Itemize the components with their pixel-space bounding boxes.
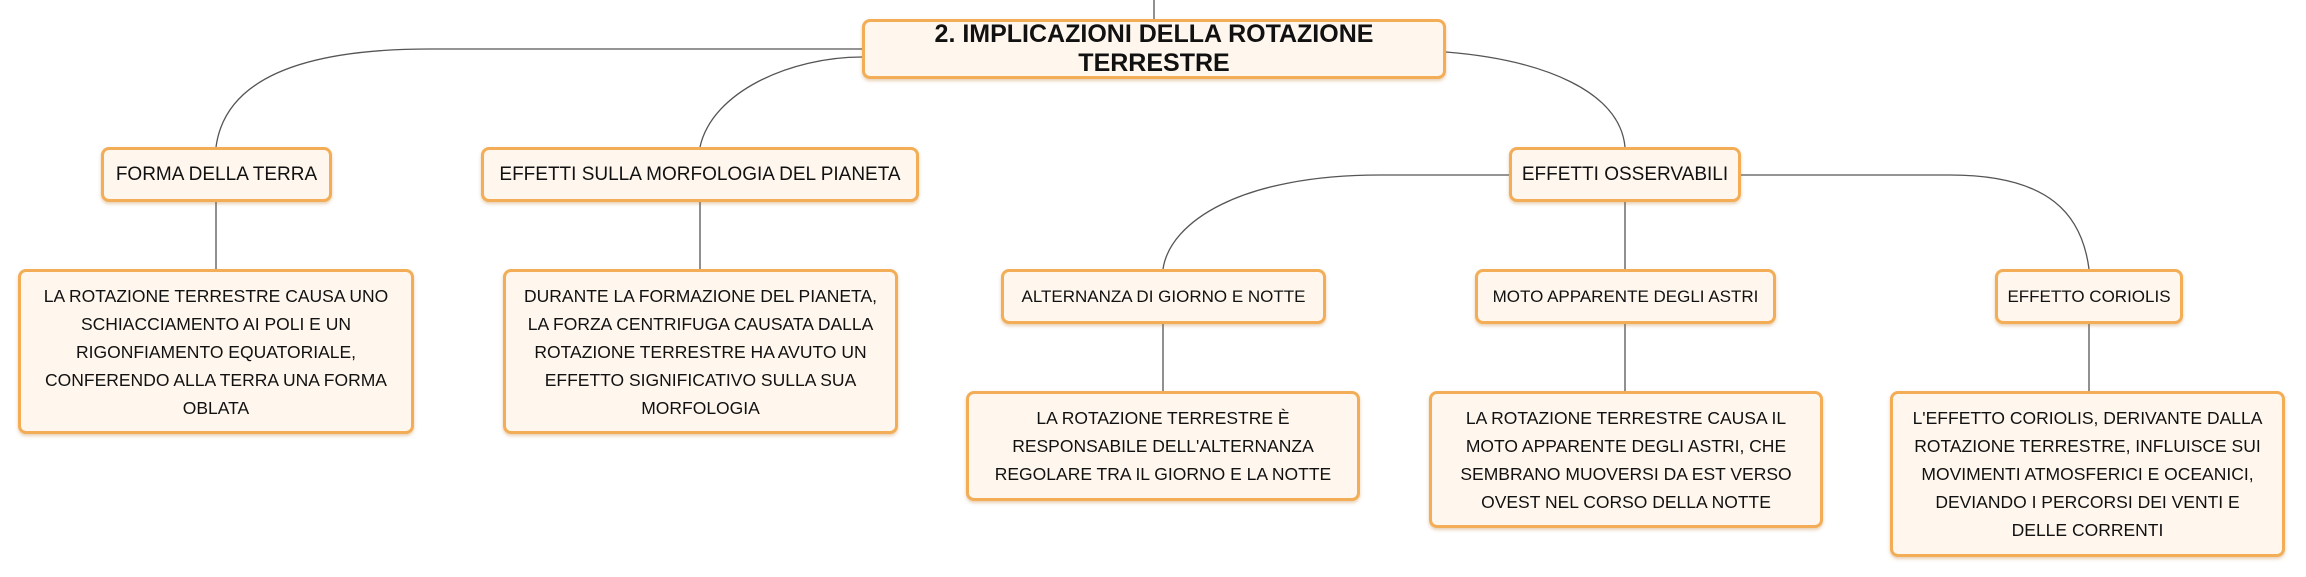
subtopic-effetto-coriolis[interactable]: EFFETTO CORIOLIS — [1995, 269, 2183, 324]
connector-effetti-coriolis — [1741, 174, 2090, 270]
subtopic-alternanza-giorno-notte[interactable]: ALTERNANZA DI GIORNO E NOTTE — [1001, 269, 1326, 324]
topic-forma-della-terra[interactable]: FORMA DELLA TERRA — [101, 147, 332, 202]
connector-effetti-giorno — [1162, 174, 1509, 270]
detail-effetto-coriolis[interactable]: L'EFFETTO CORIOLIS, DERIVANTE DALLA ROTA… — [1890, 391, 2285, 557]
detail-text: L'EFFETTO CORIOLIS, DERIVANTE DALLA ROTA… — [1912, 408, 2263, 540]
topic-label: EFFETTI OSSERVABILI — [1521, 163, 1729, 185]
topic-label: EFFETTI SULLA MORFOLOGIA DEL PIANETA — [499, 163, 901, 185]
connector-root-forma — [215, 48, 862, 148]
detail-text: LA ROTAZIONE TERRESTRE È RESPONSABILE DE… — [994, 408, 1332, 484]
topic-label: FORMA DELLA TERRA — [115, 163, 318, 185]
connector-root-effetti — [1445, 51, 1626, 148]
detail-effetti-morfologia[interactable]: DURANTE LA FORMAZIONE DEL PIANETA, LA FO… — [503, 269, 898, 434]
detail-text: LA ROTAZIONE TERRESTRE CAUSA IL MOTO APP… — [1460, 407, 1792, 512]
subtopic-label: ALTERNANZA DI GIORNO E NOTTE — [1021, 286, 1306, 306]
detail-text: LA ROTAZIONE TERRESTRE CAUSA UNO SCHIACC… — [43, 285, 389, 418]
root-topic-node[interactable]: 2. IMPLICAZIONI DELLA ROTAZIONE TERRESTR… — [862, 19, 1446, 79]
subtopic-moto-apparente-astri[interactable]: MOTO APPARENTE DEGLI ASTRI — [1475, 269, 1776, 324]
connector-root-morfo — [699, 56, 863, 148]
topic-effetti-morfologia[interactable]: EFFETTI SULLA MORFOLOGIA DEL PIANETA — [481, 147, 919, 202]
topic-effetti-osservabili[interactable]: EFFETTI OSSERVABILI — [1509, 147, 1741, 202]
root-topic-label: 2. IMPLICAZIONI DELLA ROTAZIONE TERRESTR… — [934, 20, 1374, 77]
subtopic-label: MOTO APPARENTE DEGLI ASTRI — [1492, 286, 1759, 306]
detail-alternanza-giorno-notte[interactable]: LA ROTAZIONE TERRESTRE È RESPONSABILE DE… — [966, 391, 1360, 501]
detail-text: DURANTE LA FORMAZIONE DEL PIANETA, LA FO… — [524, 285, 877, 418]
subtopic-label: EFFETTO CORIOLIS — [2007, 286, 2171, 306]
detail-moto-apparente-astri[interactable]: LA ROTAZIONE TERRESTRE CAUSA IL MOTO APP… — [1429, 391, 1823, 528]
detail-forma-della-terra[interactable]: LA ROTAZIONE TERRESTRE CAUSA UNO SCHIACC… — [18, 269, 414, 434]
